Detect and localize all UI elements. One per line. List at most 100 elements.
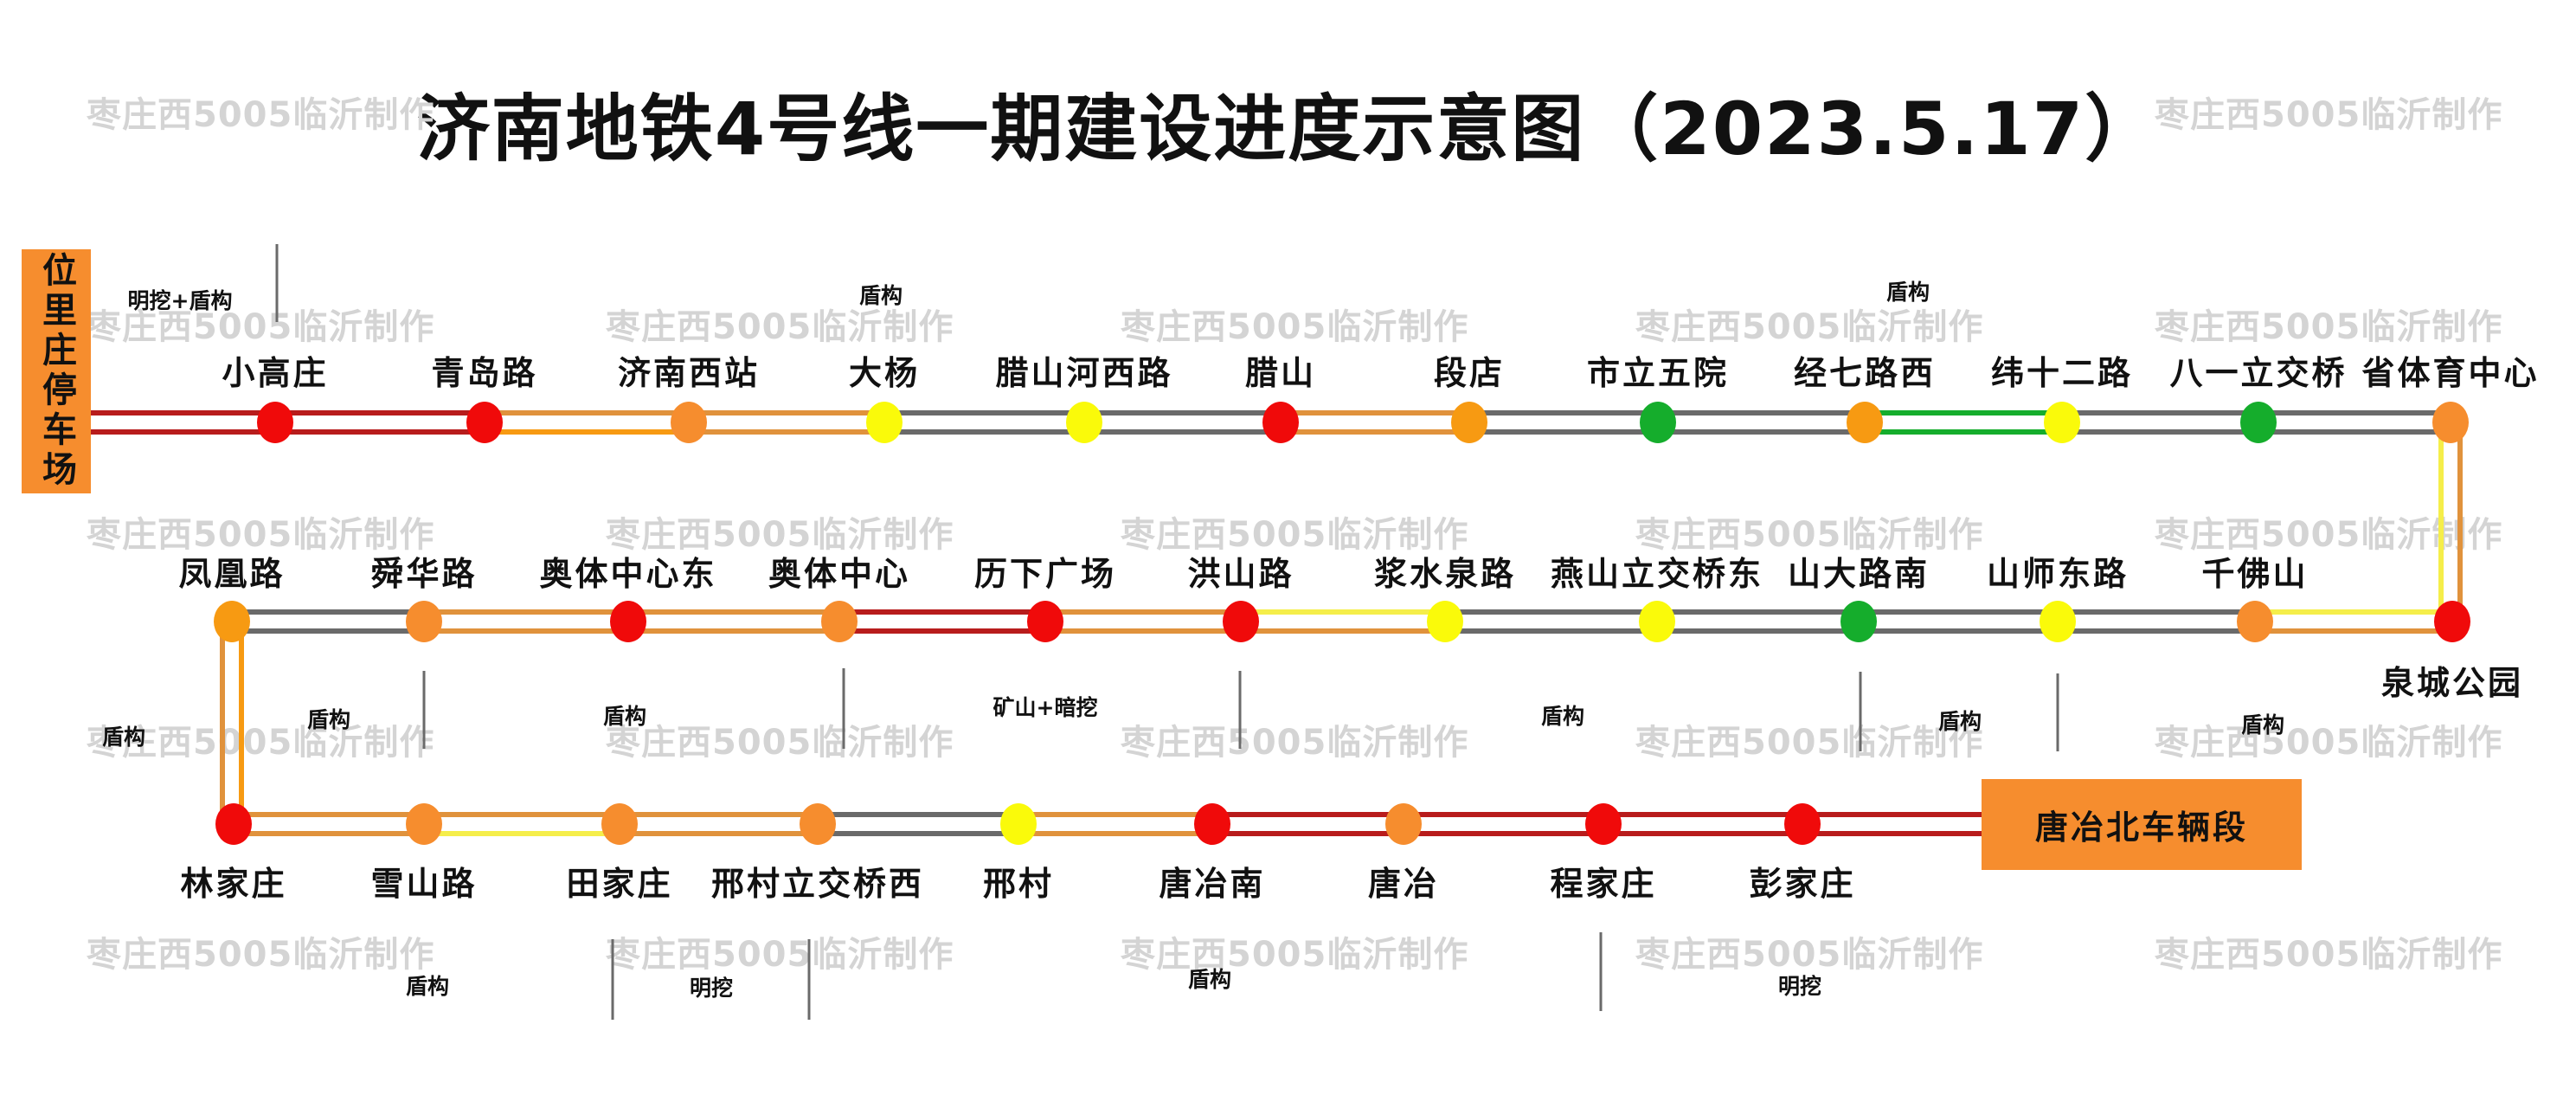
station-label: 山师东路: [1986, 555, 2130, 593]
station-label: 田家庄: [566, 865, 673, 903]
construction-method-label: 盾构: [1187, 967, 1232, 992]
station-label: 雪山路: [370, 865, 478, 903]
construction-method-label: 明挖: [689, 976, 734, 1001]
construction-method-label: 盾构: [306, 707, 351, 732]
watermark: 枣庄西5005临沂制作: [1121, 515, 1469, 555]
station-node[interactable]: [1385, 803, 1422, 845]
station-node[interactable]: [866, 402, 903, 443]
depot-start-label: 位里庄停车场: [36, 252, 76, 491]
station-node[interactable]: [1027, 601, 1063, 642]
construction-method-label: 明挖+盾构: [127, 288, 233, 313]
station-label: 市立五院: [1586, 354, 1730, 392]
construction-method-label: 盾构: [1885, 280, 1930, 305]
depot-start: 位里庄停车场: [22, 249, 91, 493]
station-label: 历下广场: [973, 555, 1117, 593]
diagram-title: 济南地铁4号线一期建设进度示意图（2023.5.17）: [416, 87, 2160, 171]
station-label: 唐冶南: [1159, 865, 1266, 903]
station-label: 大杨: [848, 354, 921, 392]
station-node[interactable]: [406, 601, 442, 642]
station-label: 浆水泉路: [1373, 555, 1517, 593]
station-node[interactable]: [1223, 601, 1259, 642]
station-label: 燕山立交桥东: [1550, 555, 1764, 593]
station-node[interactable]: [1000, 803, 1037, 845]
station-node[interactable]: [1639, 601, 1675, 642]
watermark: 枣庄西5005临沂制作: [1635, 307, 1984, 347]
watermark: 枣庄西5005临沂制作: [606, 307, 954, 347]
watermark: 枣庄西5005临沂制作: [2155, 307, 2503, 347]
station-label: 彭家庄: [1749, 865, 1856, 903]
station-label: 舜华路: [370, 555, 478, 593]
station-node[interactable]: [821, 601, 858, 642]
construction-method-label: 矿山+暗挖: [992, 695, 1098, 720]
station-node[interactable]: [601, 803, 638, 845]
station-node[interactable]: [2434, 601, 2470, 642]
station-node[interactable]: [1427, 601, 1463, 642]
station-node[interactable]: [406, 803, 442, 845]
station-node[interactable]: [1847, 402, 1883, 443]
station-label: 八一立交桥: [2169, 354, 2348, 392]
watermark: 枣庄西5005临沂制作: [1635, 723, 1984, 763]
station-label: 省体育中心: [2361, 354, 2540, 392]
construction-method-label: 盾构: [1937, 709, 1982, 734]
station-node[interactable]: [2237, 601, 2273, 642]
station-node[interactable]: [671, 402, 707, 443]
station-node[interactable]: [1840, 601, 1877, 642]
watermark: 枣庄西5005临沂制作: [2155, 515, 2503, 555]
station-label: 济南西站: [617, 354, 761, 392]
station-label: 青岛路: [431, 354, 538, 392]
station-label: 泉城公园: [2380, 664, 2524, 702]
construction-method-label: 盾构: [2240, 712, 2285, 738]
station-node[interactable]: [1194, 803, 1230, 845]
station-label: 腊山河西路: [995, 354, 1173, 392]
station-node[interactable]: [1262, 402, 1299, 443]
watermark: 枣庄西5005临沂制作: [2155, 95, 2503, 135]
construction-method-label: 盾构: [405, 974, 450, 999]
construction-method-label: 盾构: [101, 725, 146, 750]
station-label: 洪山路: [1187, 555, 1294, 593]
station-label: 凤凰路: [178, 555, 286, 593]
station-node[interactable]: [1640, 402, 1676, 443]
station-node[interactable]: [610, 601, 646, 642]
construction-method-label: 明挖: [1777, 974, 1822, 999]
station-label: 程家庄: [1550, 865, 1657, 903]
station-node[interactable]: [800, 803, 836, 845]
station-node[interactable]: [2040, 601, 2076, 642]
depot-end: 唐冶北车辆段: [1982, 779, 2302, 870]
watermark: 枣庄西5005临沂制作: [606, 935, 954, 975]
station-label: 经七路西: [1793, 354, 1937, 392]
watermark: 枣庄西5005临沂制作: [1635, 935, 1984, 975]
station-node[interactable]: [1784, 803, 1821, 845]
station-node[interactable]: [214, 601, 250, 642]
watermark: 枣庄西5005临沂制作: [2155, 723, 2503, 763]
station-node[interactable]: [1585, 803, 1622, 845]
station-label: 邢村: [982, 865, 1055, 903]
station-node[interactable]: [215, 803, 252, 845]
station-node[interactable]: [1451, 402, 1487, 443]
station-node[interactable]: [2044, 402, 2080, 443]
watermark: 枣庄西5005临沂制作: [1121, 723, 1469, 763]
station-label: 腊山: [1244, 354, 1317, 392]
watermark: 枣庄西5005临沂制作: [606, 723, 954, 763]
watermark: 枣庄西5005临沂制作: [87, 723, 435, 763]
station-node[interactable]: [2432, 402, 2469, 443]
watermark: 枣庄西5005临沂制作: [1121, 307, 1469, 347]
station-label: 奥体中心东: [539, 555, 717, 593]
station-node[interactable]: [257, 402, 293, 443]
station-label: 段店: [1433, 354, 1506, 392]
station-label: 小高庄: [222, 354, 329, 392]
watermark: 枣庄西5005临沂制作: [1635, 515, 1984, 555]
station-node[interactable]: [1066, 402, 1102, 443]
station-node[interactable]: [466, 402, 503, 443]
watermark: 枣庄西5005临沂制作: [87, 515, 435, 555]
station-label: 邢村立交桥西: [710, 865, 925, 903]
station-node[interactable]: [2240, 402, 2277, 443]
station-label: 林家庄: [180, 865, 287, 903]
construction-method-label: 盾构: [1540, 704, 1585, 729]
station-label: 唐冶: [1367, 865, 1440, 903]
watermark: 枣庄西5005临沂制作: [87, 935, 435, 975]
watermark: 枣庄西5005临沂制作: [87, 95, 435, 135]
watermark: 枣庄西5005临沂制作: [87, 307, 435, 347]
construction-method-label: 盾构: [858, 283, 903, 308]
